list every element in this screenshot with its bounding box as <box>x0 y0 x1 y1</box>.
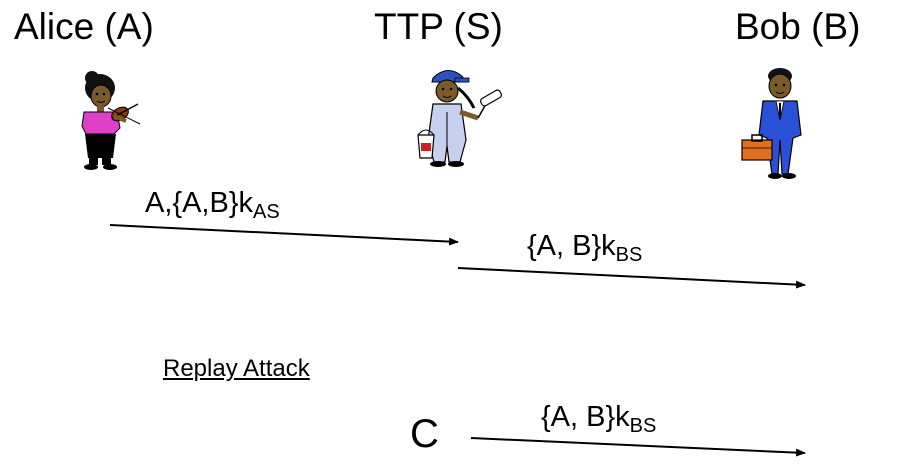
arrow-ttp-to-bob <box>457 267 806 289</box>
message-1-label: A,{A,B}kAS <box>145 187 280 223</box>
attacker-label: C <box>410 412 439 456</box>
bob-label: Bob (B) <box>735 6 861 47</box>
ttp-label: TTP (S) <box>374 6 503 47</box>
alice-label: Alice (A) <box>14 6 154 47</box>
arrow-alice-to-ttp <box>109 224 459 246</box>
message-3-label: {A, B}kBS <box>541 401 657 437</box>
replay-attack-title: Replay Attack <box>163 355 310 382</box>
bob-icon <box>741 68 802 179</box>
arrow-attacker-to-bob <box>470 437 806 457</box>
message-2-label: {A, B}kBS <box>527 230 643 266</box>
ttp-icon <box>417 70 503 167</box>
alice-icon <box>81 71 141 170</box>
